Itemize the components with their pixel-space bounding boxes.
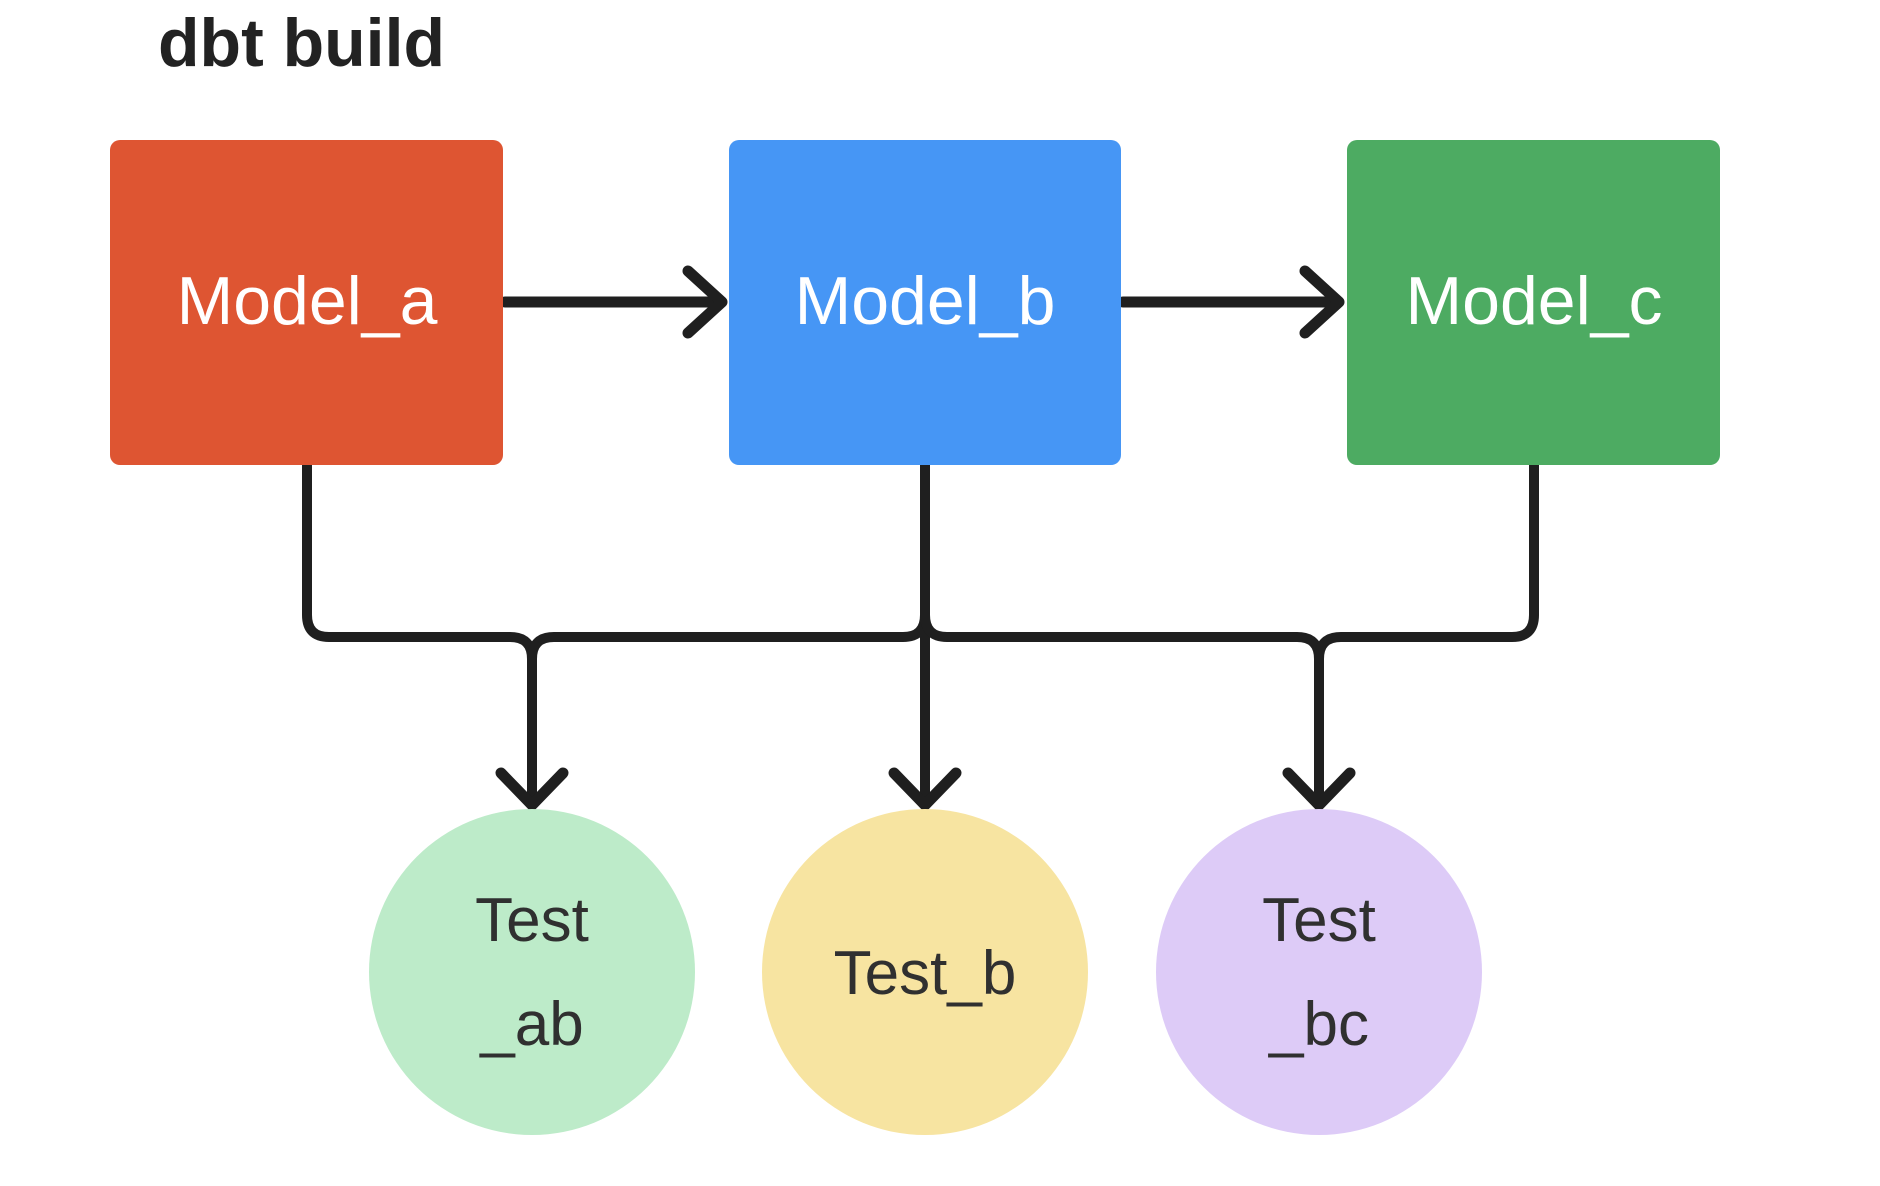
- arrowhead-down-icon: [495, 767, 569, 811]
- arrowhead-down-icon: [1282, 767, 1356, 811]
- node-test-ab-label-line1: Test: [475, 886, 589, 955]
- model-to-model-edges: [499, 265, 1345, 339]
- node-test-bc-label-line1: Test: [1262, 886, 1376, 955]
- test-arrowheads: [495, 767, 1356, 811]
- node-test-b: [762, 809, 1088, 1135]
- edge-model-c-to-test-bc: [1314, 460, 1539, 798]
- node-test-bc-label-line2: _bc: [1268, 990, 1369, 1059]
- node-model-a-label: Model_a: [177, 263, 438, 339]
- node-test-ab-label-line2: _ab: [479, 990, 583, 1059]
- model-nodes: Model_a Model_b Model_c: [110, 140, 1720, 465]
- test-nodes: Test _ab Test_b Test _bc: [369, 809, 1482, 1135]
- node-model-c-label: Model_c: [1405, 263, 1662, 339]
- arrowhead-right-icon: [682, 265, 728, 339]
- arrowhead-down-icon: [888, 767, 962, 811]
- node-model-b-label: Model_b: [795, 263, 1056, 339]
- node-test-b-label: Test_b: [834, 939, 1017, 1008]
- node-test-bc: [1156, 809, 1482, 1135]
- arrowhead-right-icon: [1299, 265, 1345, 339]
- node-model-a: [110, 140, 503, 465]
- node-test-ab: [369, 809, 695, 1135]
- diagram-title: dbt build: [158, 5, 445, 81]
- node-model-c: [1347, 140, 1720, 465]
- model-to-test-edges: [302, 460, 1539, 798]
- node-model-b: [729, 140, 1121, 465]
